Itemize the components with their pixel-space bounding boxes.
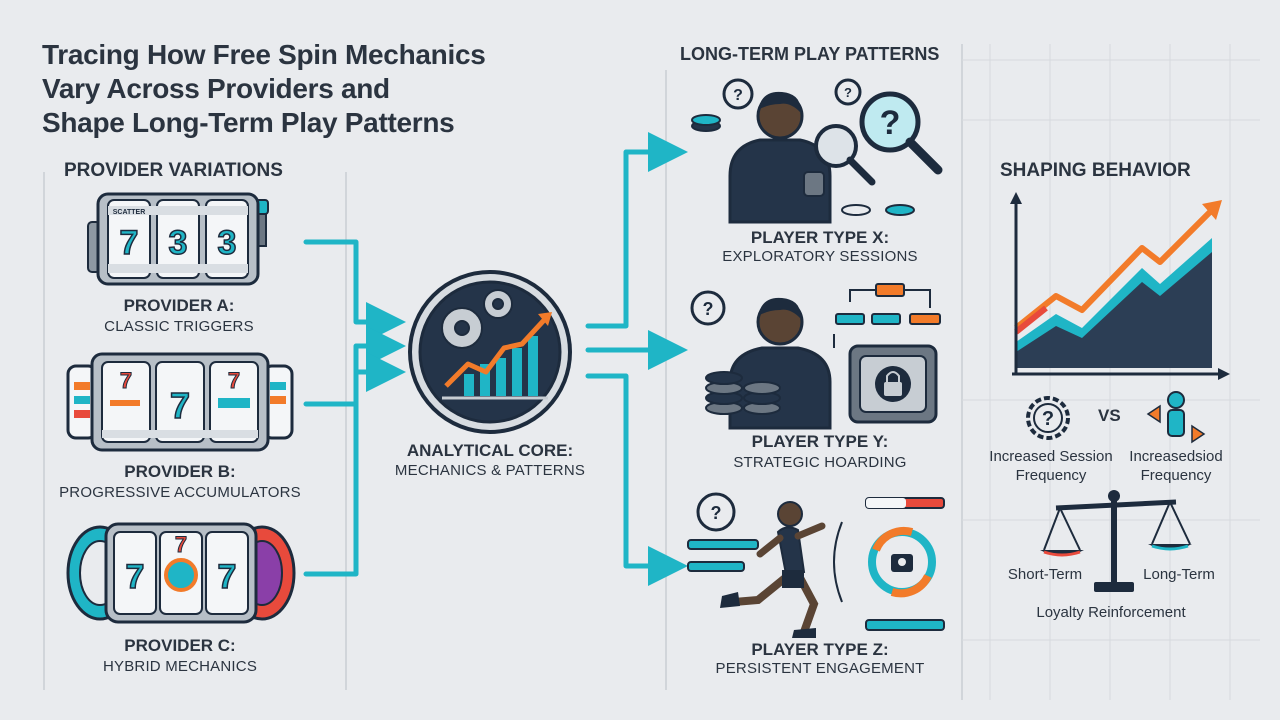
reel-a-2: 3	[169, 224, 188, 262]
gear-small-icon	[483, 289, 513, 319]
reel-b-1: 7	[120, 368, 132, 393]
player-z-desc: PERSISTENT ENGAGEMENT	[715, 660, 925, 677]
right-metric-line1: Increasedsiod	[1129, 448, 1223, 465]
reel-c-1: 7	[126, 558, 145, 596]
gear-question-icon	[696, 492, 736, 532]
player-z-name: PLAYER TYPE Z:	[751, 640, 889, 659]
player-z-illustration: ?	[687, 492, 945, 638]
provider-b-name: PROVIDER B:	[124, 462, 236, 481]
player-x-illustration: ? ? ?	[691, 78, 943, 224]
question-gear-icon: ?	[1026, 396, 1070, 440]
gear-icon	[441, 307, 483, 349]
reel-b-3: 7	[228, 368, 240, 393]
core-label-top: ANALYTICAL CORE:	[406, 441, 574, 460]
trend-chart-icon	[1010, 192, 1230, 380]
reel-a-3: 3	[218, 224, 237, 262]
title-line-2: Vary Across Providers and	[42, 73, 390, 104]
balance-scale-icon	[1040, 490, 1192, 592]
title-line-3: Shape Long-Term Play Patterns	[42, 107, 455, 138]
slot-machine-a-icon: 7 3 3 SCATTER	[87, 192, 269, 286]
runner-icon	[720, 501, 826, 638]
play-patterns-heading: LONG-TERM PLAY PATTERNS	[680, 44, 940, 64]
core-label-sub: MECHANICS & PATTERNS	[394, 462, 586, 479]
question-icon: ?	[733, 87, 743, 104]
player-x-desc: EXPLORATORY SESSIONS	[722, 248, 918, 265]
user-arrows-icon	[1146, 391, 1206, 444]
slot-machine-b-icon: 7 7 7	[66, 352, 294, 452]
player-y-illustration: ?	[690, 283, 941, 430]
shaping-behavior-heading: SHAPING BEHAVIOR	[1000, 160, 1191, 181]
provider-b-desc: PROGRESSIVE ACCUMULATORS	[59, 484, 301, 501]
scale-caption: Loyalty Reinforcement	[1036, 604, 1186, 621]
reel-b-2: 7	[170, 385, 190, 426]
question-icon-z: ?	[711, 503, 722, 523]
provider-a-name: PROVIDER A:	[123, 296, 235, 315]
right-metric-line2: Frequency	[1140, 467, 1212, 484]
question-mark-text: ?	[1042, 408, 1054, 430]
title-line-1: Tracing How Free Spin Mechanics	[42, 39, 486, 70]
scale-right-label: Long-Term	[1143, 566, 1215, 583]
scale-left-label: Short-Term	[1007, 566, 1083, 583]
provider-c-desc: HYBRID MECHANICS	[102, 658, 258, 675]
player-y-name: PLAYER TYPE Y:	[751, 432, 889, 451]
question-icon-y: ?	[703, 299, 714, 319]
page-title: Tracing How Free Spin Mechanics Vary Acr…	[42, 38, 602, 140]
reel-c-3: 7	[218, 558, 237, 596]
vs-label: VS	[1098, 406, 1121, 425]
provider-variations-heading: PROVIDER VARIATIONS	[64, 160, 283, 181]
lock-icon	[884, 382, 902, 396]
player-y-desc: STRATEGIC HOARDING	[733, 454, 907, 471]
scatter-tag: SCATTER	[113, 209, 146, 216]
left-metric-line1: Increased Session	[989, 448, 1113, 465]
slot-machine-c-icon: 7 7 7	[66, 522, 296, 624]
left-metric-line2: Frequency	[1015, 467, 1087, 484]
provider-a-desc: CLASSIC TRIGGERS	[104, 318, 254, 335]
player-x-name: PLAYER TYPE X:	[750, 228, 890, 247]
reel-c-2: 7	[175, 532, 187, 557]
magnifier-question-icon: ?	[880, 104, 901, 142]
question-icon-2: ?	[844, 85, 852, 100]
reel-a-1: 7	[120, 224, 139, 262]
provider-c-name: PROVIDER C:	[124, 636, 236, 655]
analytical-core-icon	[408, 270, 572, 434]
